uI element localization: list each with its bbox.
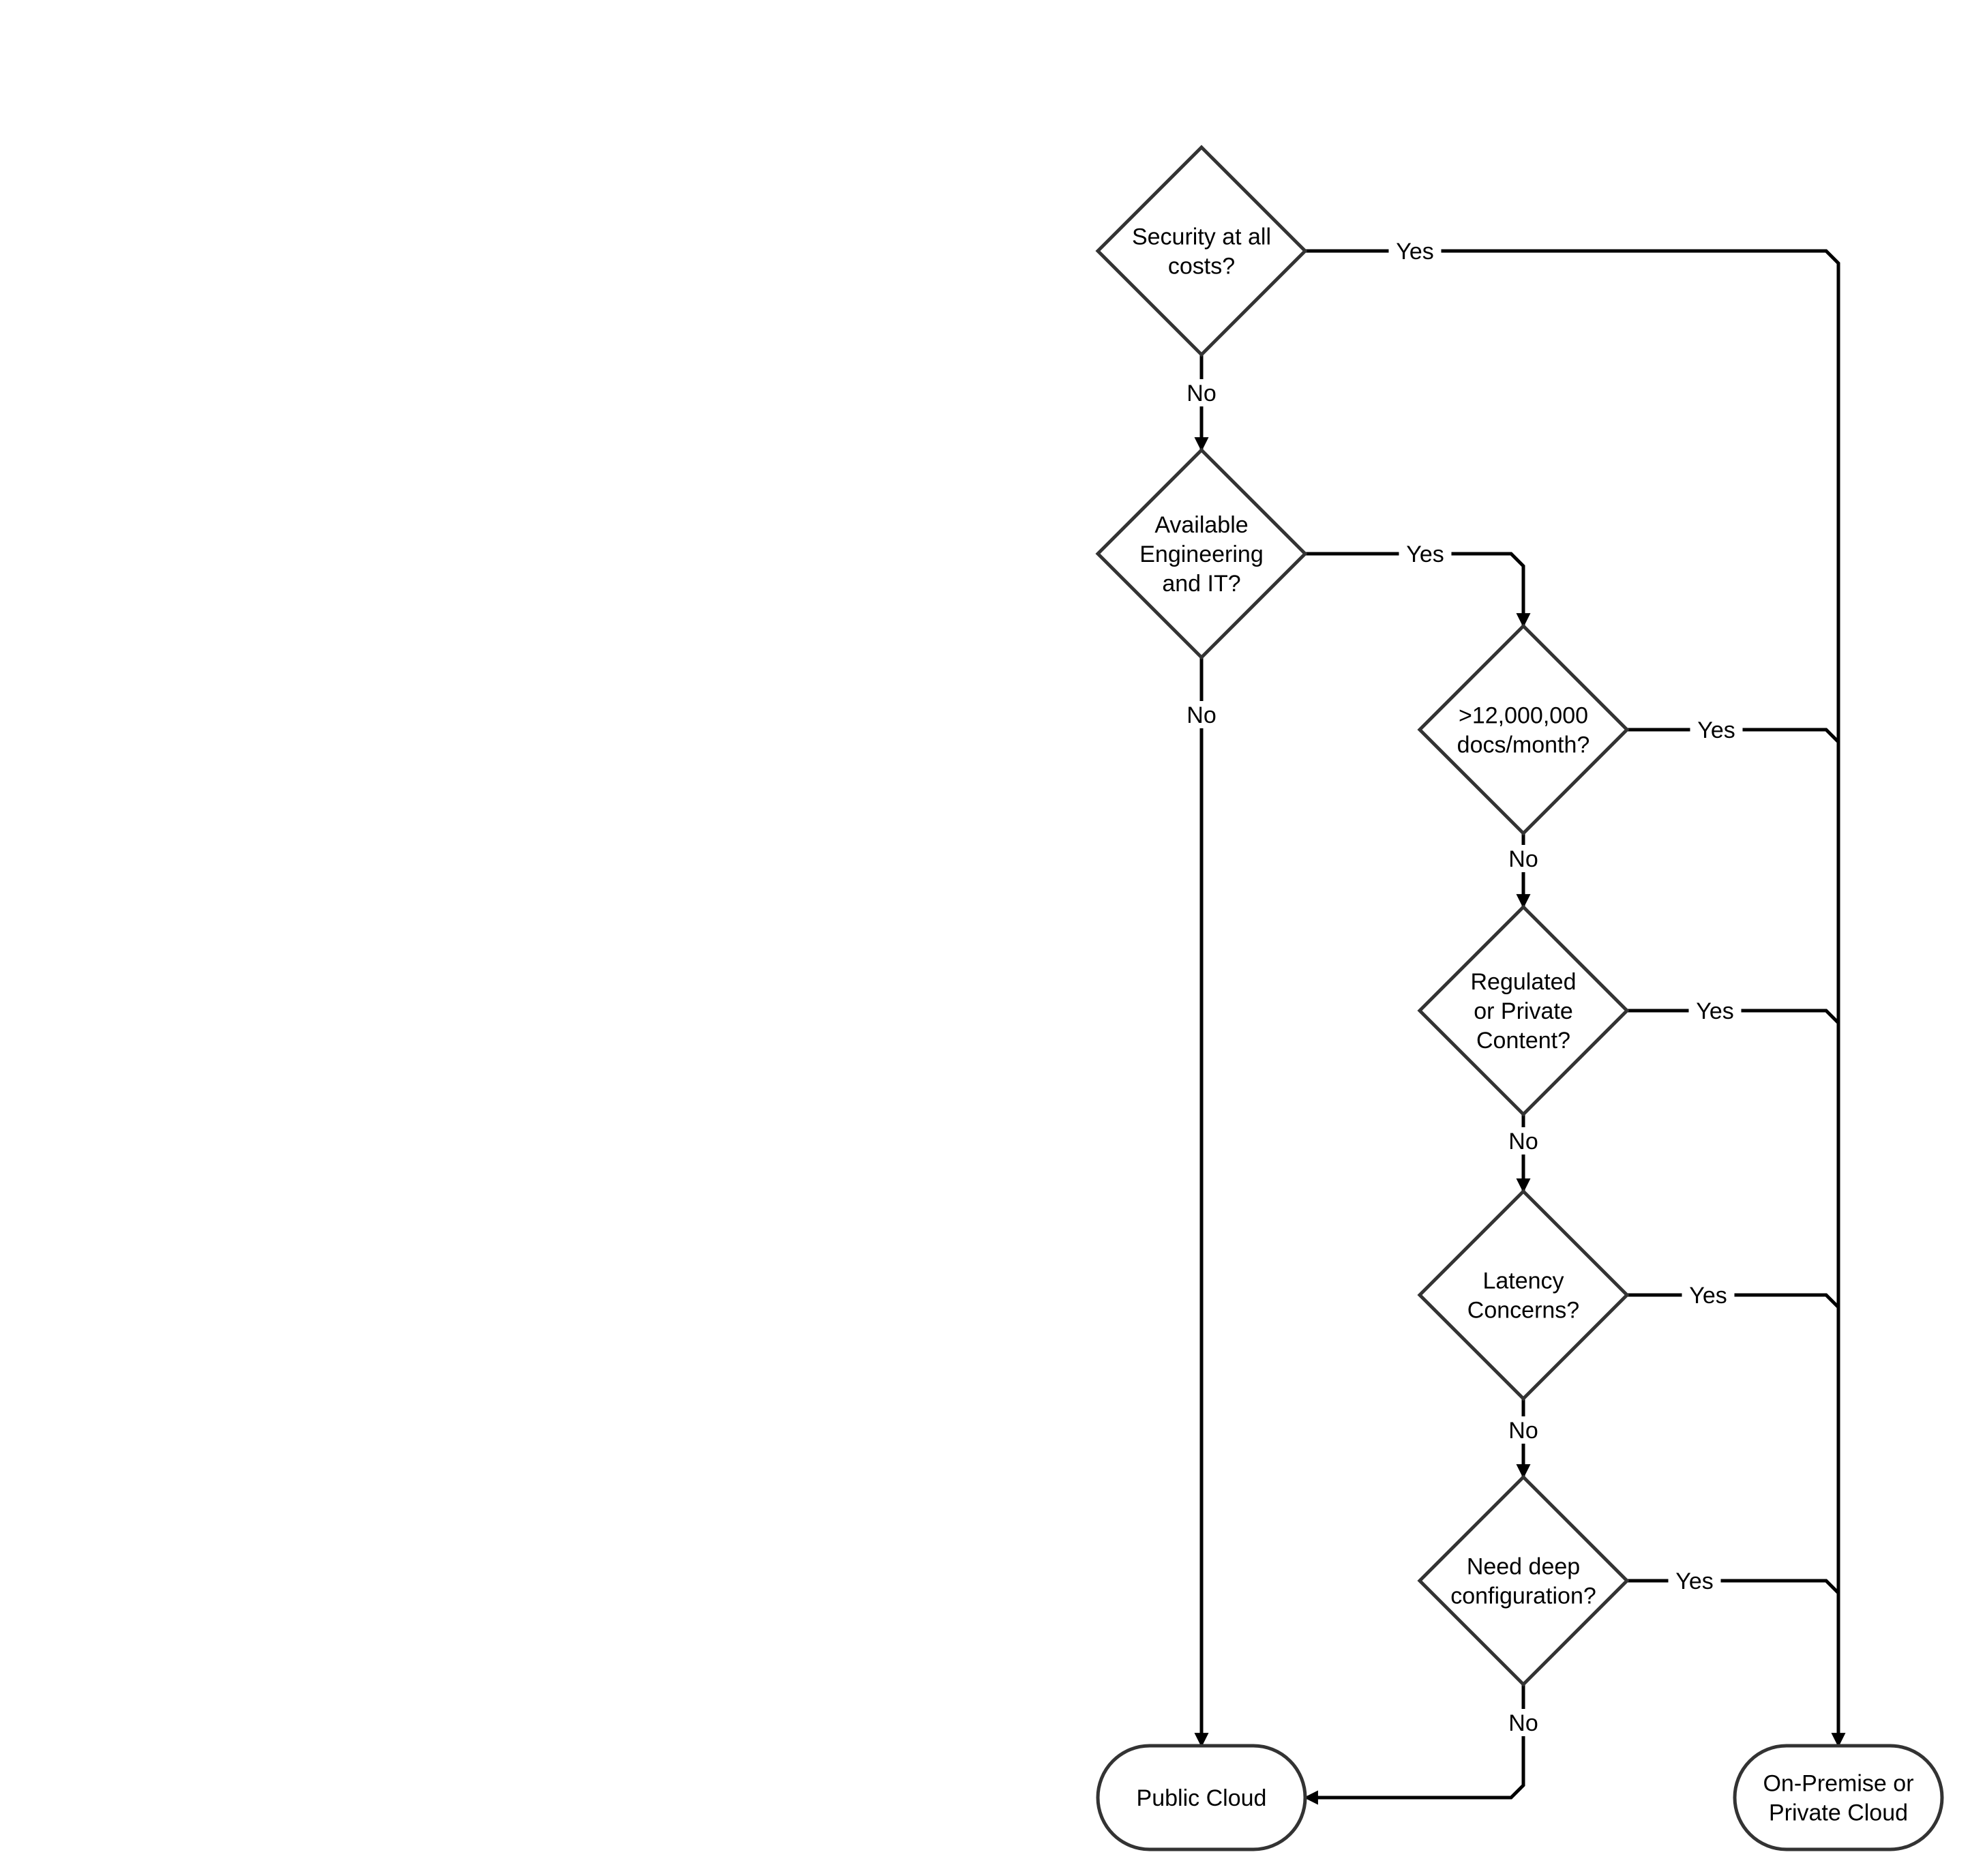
node-label-line: Available <box>1154 512 1248 538</box>
edge-label-yes: Yes <box>1388 237 1442 265</box>
edge-label-no: No <box>1182 379 1221 406</box>
edge-label-yes: Yes <box>1690 716 1743 743</box>
node-public: Public Cloud <box>1096 1744 1307 1851</box>
terminal-rounded-box <box>1096 1744 1307 1851</box>
decision-diamond <box>1417 904 1630 1117</box>
edge-label-text: Yes <box>1406 541 1444 567</box>
edge-security-to-onprem <box>1305 249 1846 1748</box>
edge-label-no: No <box>1504 1709 1542 1736</box>
decision-diamond <box>1417 1189 1630 1401</box>
edge-label-yes: Yes <box>1668 1567 1721 1594</box>
edge-label-yes: Yes <box>1682 1281 1735 1309</box>
edge-label-text: Yes <box>1675 1568 1713 1594</box>
edge-config-to-public <box>1303 1684 1525 1805</box>
node-label-line: Latency <box>1482 1268 1564 1294</box>
edge-label-no: No <box>1504 1416 1542 1444</box>
edge-label-text: No <box>1187 702 1216 728</box>
node-label-line: Engineering <box>1139 541 1263 567</box>
edge-config-to-onprem <box>1627 1579 1840 1594</box>
node-label-line: Need deep <box>1467 1554 1580 1580</box>
node-label-line: >12,000,000 <box>1459 703 1588 729</box>
edge-label-text: No <box>1508 1129 1538 1155</box>
decision-diamond <box>1095 447 1308 660</box>
node-label-line: Content? <box>1476 1028 1570 1054</box>
node-label-line: Private Cloud <box>1769 1800 1908 1826</box>
node-onprem: On-Premise or Private Cloud <box>1733 1744 1944 1851</box>
edge-label-text: Yes <box>1697 717 1735 743</box>
node-security: Security at all costs? <box>1095 145 1308 357</box>
edge-label-no: No <box>1504 1127 1542 1155</box>
edge-label-text: No <box>1187 381 1216 406</box>
node-label-line: Regulated <box>1470 969 1576 995</box>
node-config: Need deep configuration? <box>1417 1474 1630 1687</box>
node-docs: >12,000,000 docs/month? <box>1417 623 1630 836</box>
node-label-line: costs? <box>1168 254 1235 280</box>
edge-label-no: No <box>1504 845 1542 872</box>
edge-label-text: Yes <box>1396 239 1433 265</box>
node-label-line: or Private <box>1474 998 1573 1024</box>
edge-label-text: No <box>1508 1710 1538 1736</box>
terminal-rounded-box <box>1733 1744 1944 1851</box>
edge-label-text: No <box>1508 846 1538 872</box>
edge-label-text: Yes <box>1696 998 1733 1024</box>
edge-label-text: Yes <box>1689 1283 1727 1309</box>
node-label-line: Public Cloud <box>1137 1785 1267 1811</box>
node-label-line: configuration? <box>1450 1583 1596 1609</box>
nodes-layer: Security at all costs? AvailableEngineerin… <box>1095 145 1944 1851</box>
decision-diamond <box>1417 623 1630 836</box>
edge-label-text: No <box>1508 1418 1538 1444</box>
edge-label-yes: Yes <box>1399 540 1452 567</box>
node-label-line: Concerns? <box>1467 1298 1579 1324</box>
node-label-line: Security at all <box>1132 224 1271 250</box>
node-label-line: docs/month? <box>1457 732 1590 758</box>
node-label-line: and IT? <box>1162 571 1240 597</box>
edge-label-no: No <box>1182 701 1221 728</box>
decision-diamond <box>1095 145 1308 357</box>
decision-diamond <box>1417 1474 1630 1687</box>
node-label-line: On-Premise or <box>1763 1771 1913 1797</box>
edge-label-yes: Yes <box>1688 997 1742 1024</box>
